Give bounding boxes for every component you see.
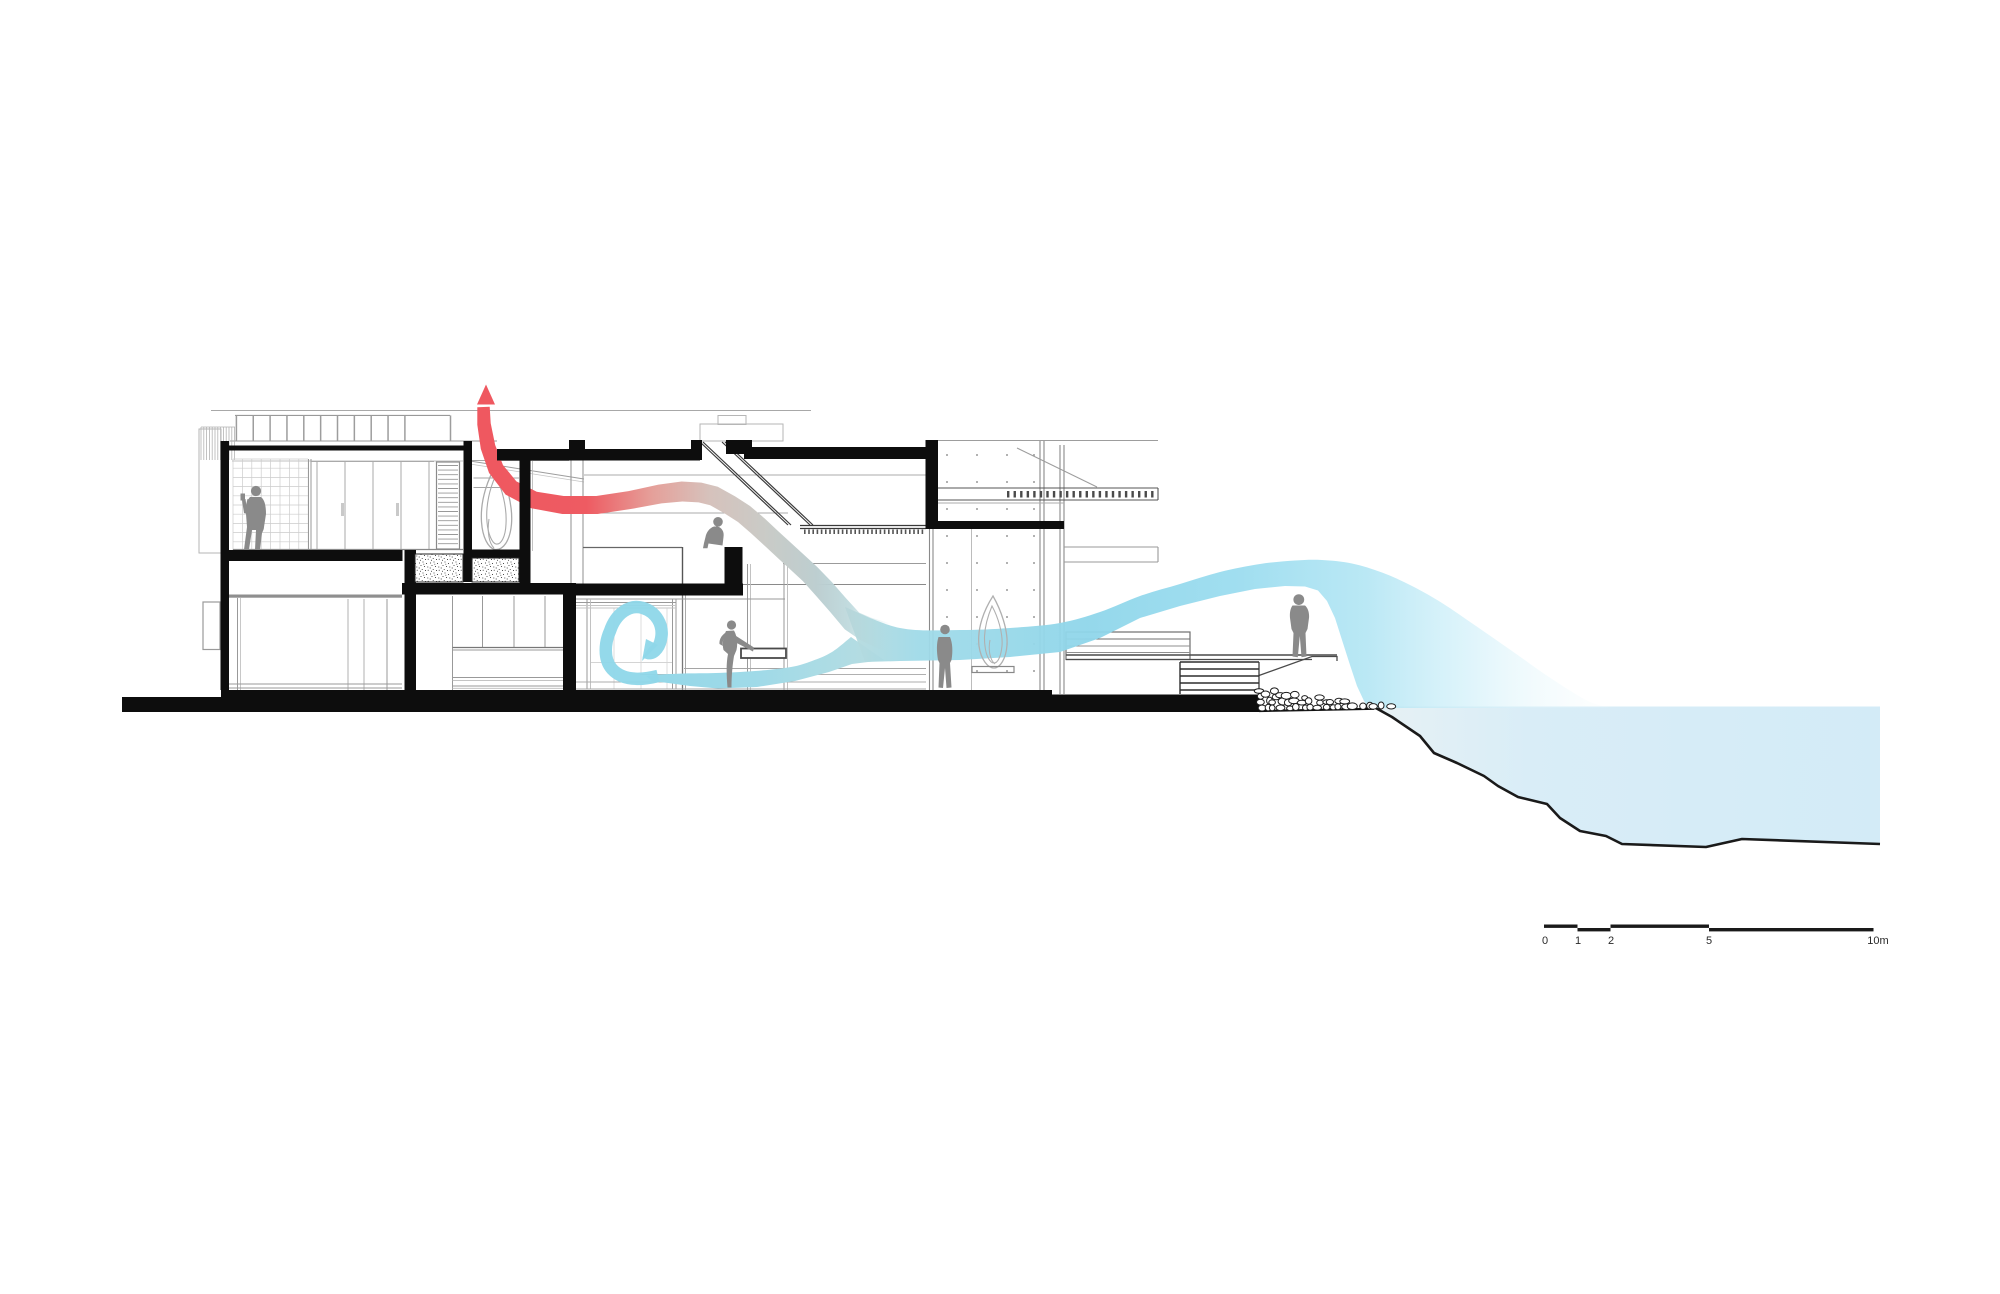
svg-text:1: 1 <box>1575 935 1581 947</box>
svg-text:0: 0 <box>1542 935 1548 947</box>
svg-text:10m: 10m <box>1867 935 1888 947</box>
svg-text:5: 5 <box>1706 935 1712 947</box>
svg-text:2: 2 <box>1608 935 1614 947</box>
